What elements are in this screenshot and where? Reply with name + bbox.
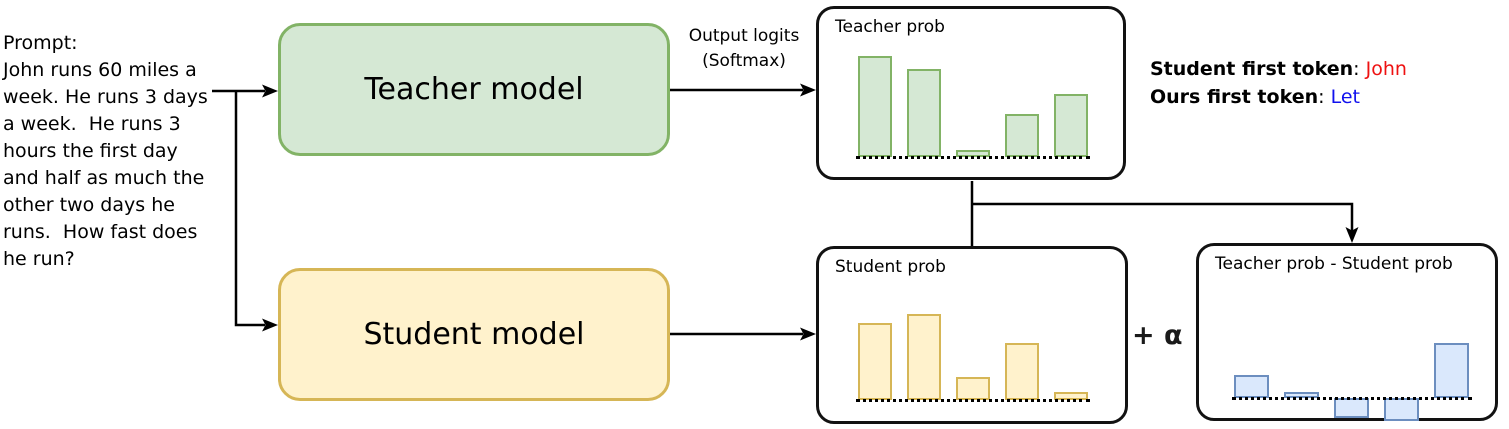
plus-alpha-label: + α [1132, 320, 1183, 351]
student-first-token-value: John [1365, 58, 1407, 80]
student-prob-title: Student prob [835, 257, 946, 277]
prompt-text: Prompt: John runs 60 miles a week. He ru… [3, 32, 208, 270]
bar [858, 323, 892, 400]
teacher-model-label: Teacher model [364, 72, 584, 107]
ours-first-token-value: Let [1330, 86, 1360, 108]
ours-first-token-label: Ours first token [1150, 86, 1319, 108]
ours-first-token-line: Ours first token: Let [1150, 83, 1407, 111]
diff-prob-baseline [1232, 397, 1472, 400]
output-logits-label: Output logits (Softmax) [688, 26, 800, 71]
teacher-model-box: Teacher model [278, 23, 670, 156]
bar [1234, 375, 1269, 398]
student-prob-baseline [856, 399, 1090, 402]
diff-prob-title: Teacher prob - Student prob [1215, 254, 1453, 274]
line-branch-to-diff [972, 202, 1354, 231]
student-model-box: Student model [278, 268, 670, 401]
student-first-token-line: Student first token: John [1150, 55, 1407, 83]
bar [1334, 398, 1369, 418]
diff-prob-panel: Teacher prob - Student prob [1196, 243, 1498, 421]
bar [858, 56, 892, 157]
separator: : [1353, 58, 1366, 80]
bar [1054, 94, 1088, 157]
bar [1005, 114, 1039, 157]
teacher-prob-title: Teacher prob [835, 17, 945, 37]
arrowhead-diff-in [1345, 227, 1359, 243]
bar [956, 377, 990, 400]
bar [907, 314, 941, 400]
student-model-label: Student model [363, 317, 585, 352]
first-token-comparison: Student first token: John Ours first tok… [1150, 55, 1407, 111]
arrowhead-studentprob-in [800, 327, 816, 341]
arrowhead-student-in [262, 318, 278, 332]
student-first-token-label: Student first token [1150, 58, 1354, 80]
separator: : [1318, 86, 1331, 108]
arrowhead-teacherprob-in [800, 83, 816, 97]
teacher-prob-panel: Teacher prob [816, 6, 1126, 180]
bar [1434, 343, 1469, 398]
arrowhead-teacher-in [262, 84, 278, 98]
teacher-prob-baseline [856, 156, 1090, 159]
arrow-prompt-to-student [234, 91, 265, 327]
bar [1005, 343, 1039, 400]
student-prob-panel: Student prob [816, 246, 1128, 424]
bar [1384, 398, 1419, 421]
bar [907, 69, 941, 157]
